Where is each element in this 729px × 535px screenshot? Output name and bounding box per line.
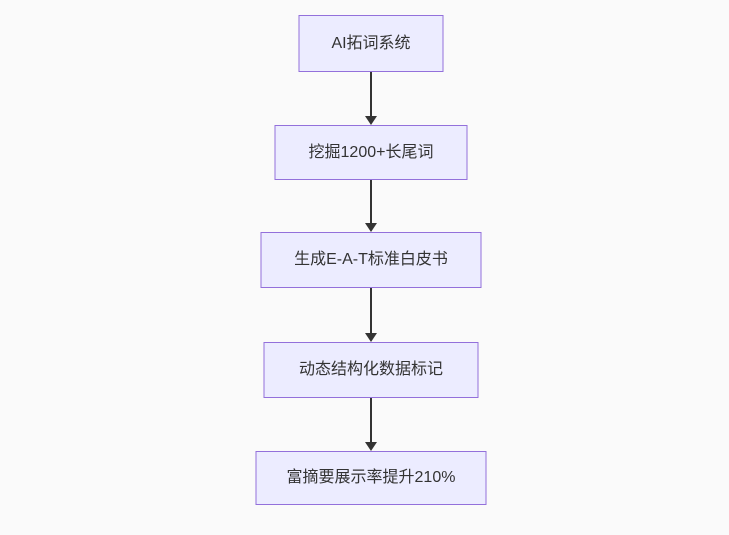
flow-edge-line: [370, 72, 372, 117]
flowchart-node-eat-whitepaper: 生成E-A-T标准白皮书: [260, 232, 482, 288]
flow-edge-line: [370, 398, 372, 443]
node-label: 动态结构化数据标记: [298, 361, 443, 378]
arrow-down-icon: [365, 442, 377, 451]
arrow-down-icon: [365, 116, 377, 125]
flow-edge-line: [370, 180, 372, 224]
flowchart-node-structured-data-markup: 动态结构化数据标记: [263, 342, 479, 398]
node-label: AI拓词系统: [331, 34, 411, 52]
node-label: 生成E-A-T标准白皮书: [294, 251, 448, 268]
node-label: 挖掘1200+长尾词: [308, 143, 434, 161]
flow-edge-line: [370, 288, 372, 334]
node-label: 富摘要展示率提升210%: [286, 469, 456, 486]
arrow-down-icon: [365, 223, 377, 232]
arrow-down-icon: [365, 333, 377, 342]
flowchart-node-rich-snippet-result: 富摘要展示率提升210%: [255, 451, 487, 505]
flowchart-node-longtail-mining: 挖掘1200+长尾词: [274, 125, 468, 180]
flowchart-node-ai-expansion-system: AI拓词系统: [298, 15, 444, 72]
